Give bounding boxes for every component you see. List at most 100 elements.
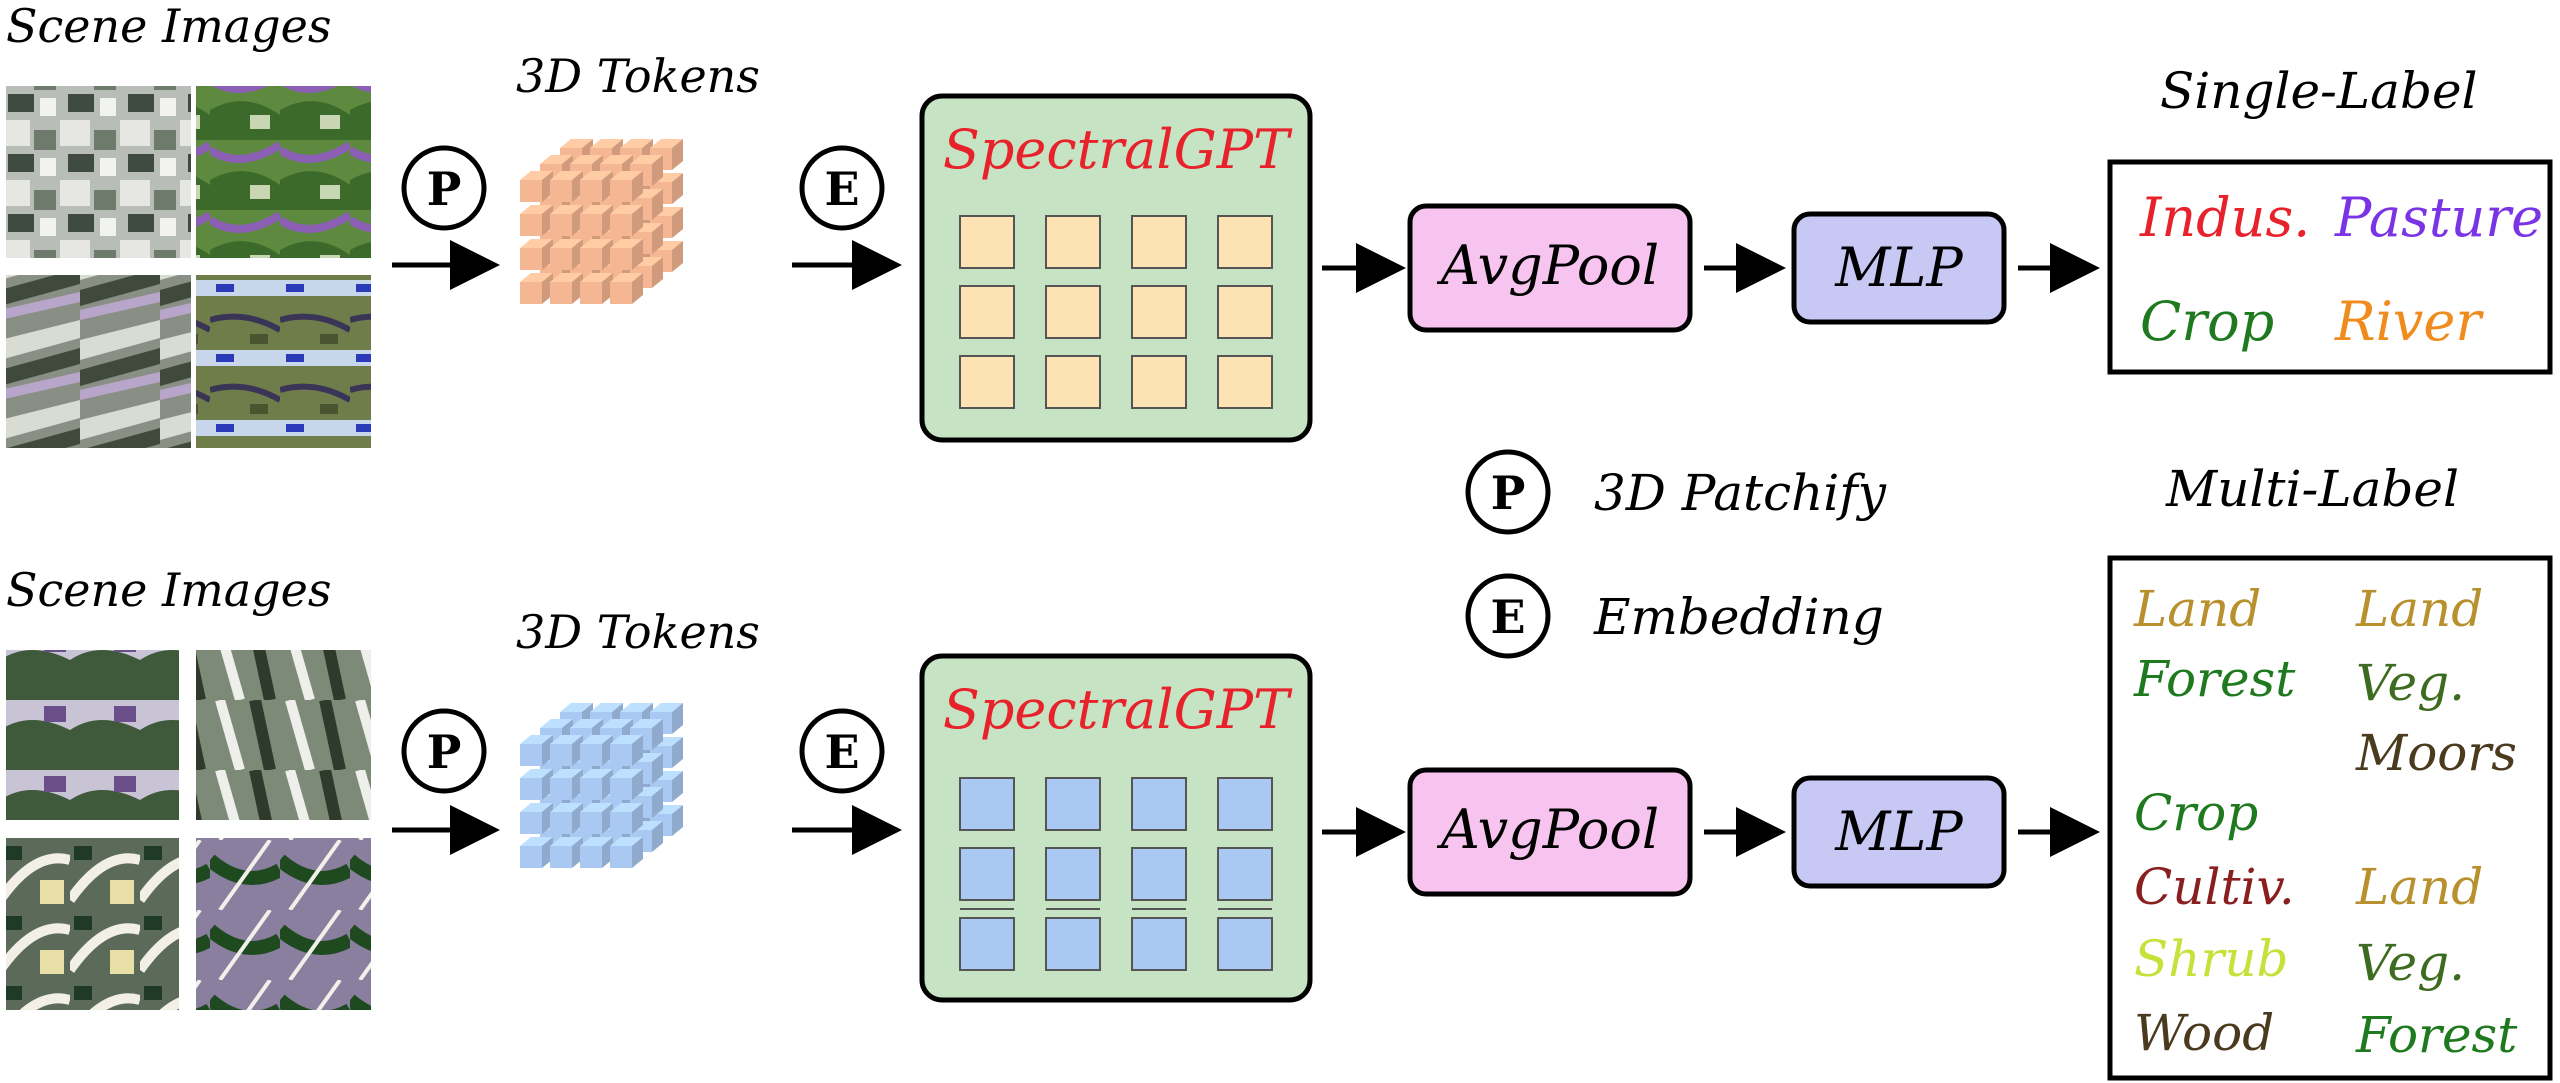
token-cube (520, 205, 553, 236)
token-grid (959, 777, 1273, 971)
token-cube (610, 273, 643, 304)
label-item: Indus. (2139, 186, 2310, 249)
token-cell (959, 215, 1015, 269)
label-item: Cultiv. (2134, 858, 2295, 916)
token-cube (550, 171, 583, 202)
token-cell (1045, 847, 1101, 901)
scene-image (196, 838, 371, 1010)
multi-label-items: Land Land Forest Veg. Moors Crop Cultiv.… (2133, 580, 2518, 1064)
token-cube (580, 239, 613, 270)
token-cube (610, 769, 643, 800)
mlp-label: MLP (1834, 800, 1964, 863)
token-cube-stack (520, 139, 683, 304)
legend-item-patchify: P 3D Patchify (1465, 449, 1887, 535)
token-cell (959, 355, 1015, 409)
token-cell (1217, 215, 1273, 269)
single-label-box (2107, 159, 2553, 375)
scene-image (6, 86, 109, 258)
token-cell (959, 917, 1015, 971)
token-cube (610, 171, 643, 202)
row-multi: Scene Images P 3D Tokens E SpectralGPT (6, 460, 2553, 1081)
token-cube (580, 171, 613, 202)
spectralgpt-title: SpectralGPT (943, 678, 1293, 741)
label-item: Veg. (2356, 934, 2465, 992)
avgpool-block: AvgPool (1407, 767, 1693, 897)
label-item: Pasture (2334, 186, 2543, 249)
token-cell (1131, 847, 1187, 901)
tokens-title: 3D Tokens (516, 49, 760, 103)
scene-images-title: Scene Images (6, 0, 331, 53)
scene-image (109, 86, 191, 258)
label-item: Veg. (2356, 654, 2465, 712)
mlp-block: MLP (1791, 775, 2007, 889)
single-label-title: Single-Label (2160, 62, 2478, 120)
scene-image-grid (6, 650, 371, 1010)
label-item: Shrub (2134, 930, 2289, 988)
token-cell (1045, 285, 1101, 339)
token-cell (1045, 917, 1101, 971)
token-cell (1217, 285, 1273, 339)
token-cell (1217, 917, 1273, 971)
token-cell (959, 285, 1015, 339)
multi-label-title: Multi-Label (2165, 460, 2459, 518)
label-item: River (2334, 290, 2484, 353)
token-cell (1045, 355, 1101, 409)
token-cell (1217, 847, 1273, 901)
legend-label: 3D Patchify (1594, 464, 1887, 522)
scene-image (6, 650, 179, 820)
svg-text:E: E (824, 162, 859, 216)
token-cube (520, 273, 553, 304)
token-cube (610, 735, 643, 766)
avgpool-label: AvgPool (1436, 234, 1659, 297)
label-item: Moors (2355, 724, 2517, 782)
spectralgpt-block: SpectralGPT (919, 93, 1313, 443)
patchify-circle: P (401, 708, 487, 794)
token-cell (1131, 777, 1187, 831)
token-cube-stack (520, 703, 683, 868)
token-cell (1131, 355, 1187, 409)
single-label-items: Indus. Pasture Crop River (2139, 186, 2543, 353)
svg-text:P: P (427, 725, 462, 779)
label-item: Crop (2140, 290, 2274, 353)
patchify-circle: P (401, 145, 487, 231)
token-cube (520, 769, 553, 800)
token-cube (550, 735, 583, 766)
label-item: Forest (2133, 650, 2296, 708)
token-cell (959, 847, 1015, 901)
legend-item-embedding: E Embedding (1465, 573, 1884, 659)
token-cube (520, 837, 553, 868)
token-cube (580, 837, 613, 868)
token-cube (580, 769, 613, 800)
legend-label: Embedding (1593, 588, 1884, 646)
spectralgpt-title: SpectralGPT (943, 118, 1293, 181)
legend: P 3D Patchify E Embedding (1465, 449, 1887, 659)
token-cube (610, 837, 643, 868)
label-item: Land (2355, 580, 2483, 638)
token-cube (520, 171, 553, 202)
label-item: Forest (2355, 1006, 2518, 1064)
scene-image (6, 838, 179, 1010)
mlp-block: MLP (1791, 211, 2007, 325)
scene-image (196, 86, 371, 258)
scene-image-grid (6, 86, 371, 448)
token-cell (959, 777, 1015, 831)
token-cube (610, 803, 643, 834)
scene-image (196, 275, 371, 448)
token-grid (959, 215, 1273, 409)
tokens-title: 3D Tokens (516, 605, 760, 659)
token-cell (1131, 285, 1187, 339)
token-cube (610, 239, 643, 270)
scene-image (196, 650, 371, 820)
token-cell (1045, 777, 1101, 831)
label-item: Wood (2134, 1004, 2274, 1062)
embedding-circle: E (799, 145, 885, 231)
token-cube (520, 239, 553, 270)
token-cube (580, 273, 613, 304)
label-item: Land (2133, 580, 2261, 638)
mlp-label: MLP (1834, 236, 1964, 299)
row-single: Scene Images P 3D Tokens E SpectralGPT (6, 0, 2553, 448)
embedding-circle: E (799, 708, 885, 794)
token-cell (1217, 777, 1273, 831)
label-item: Land (2355, 858, 2483, 916)
